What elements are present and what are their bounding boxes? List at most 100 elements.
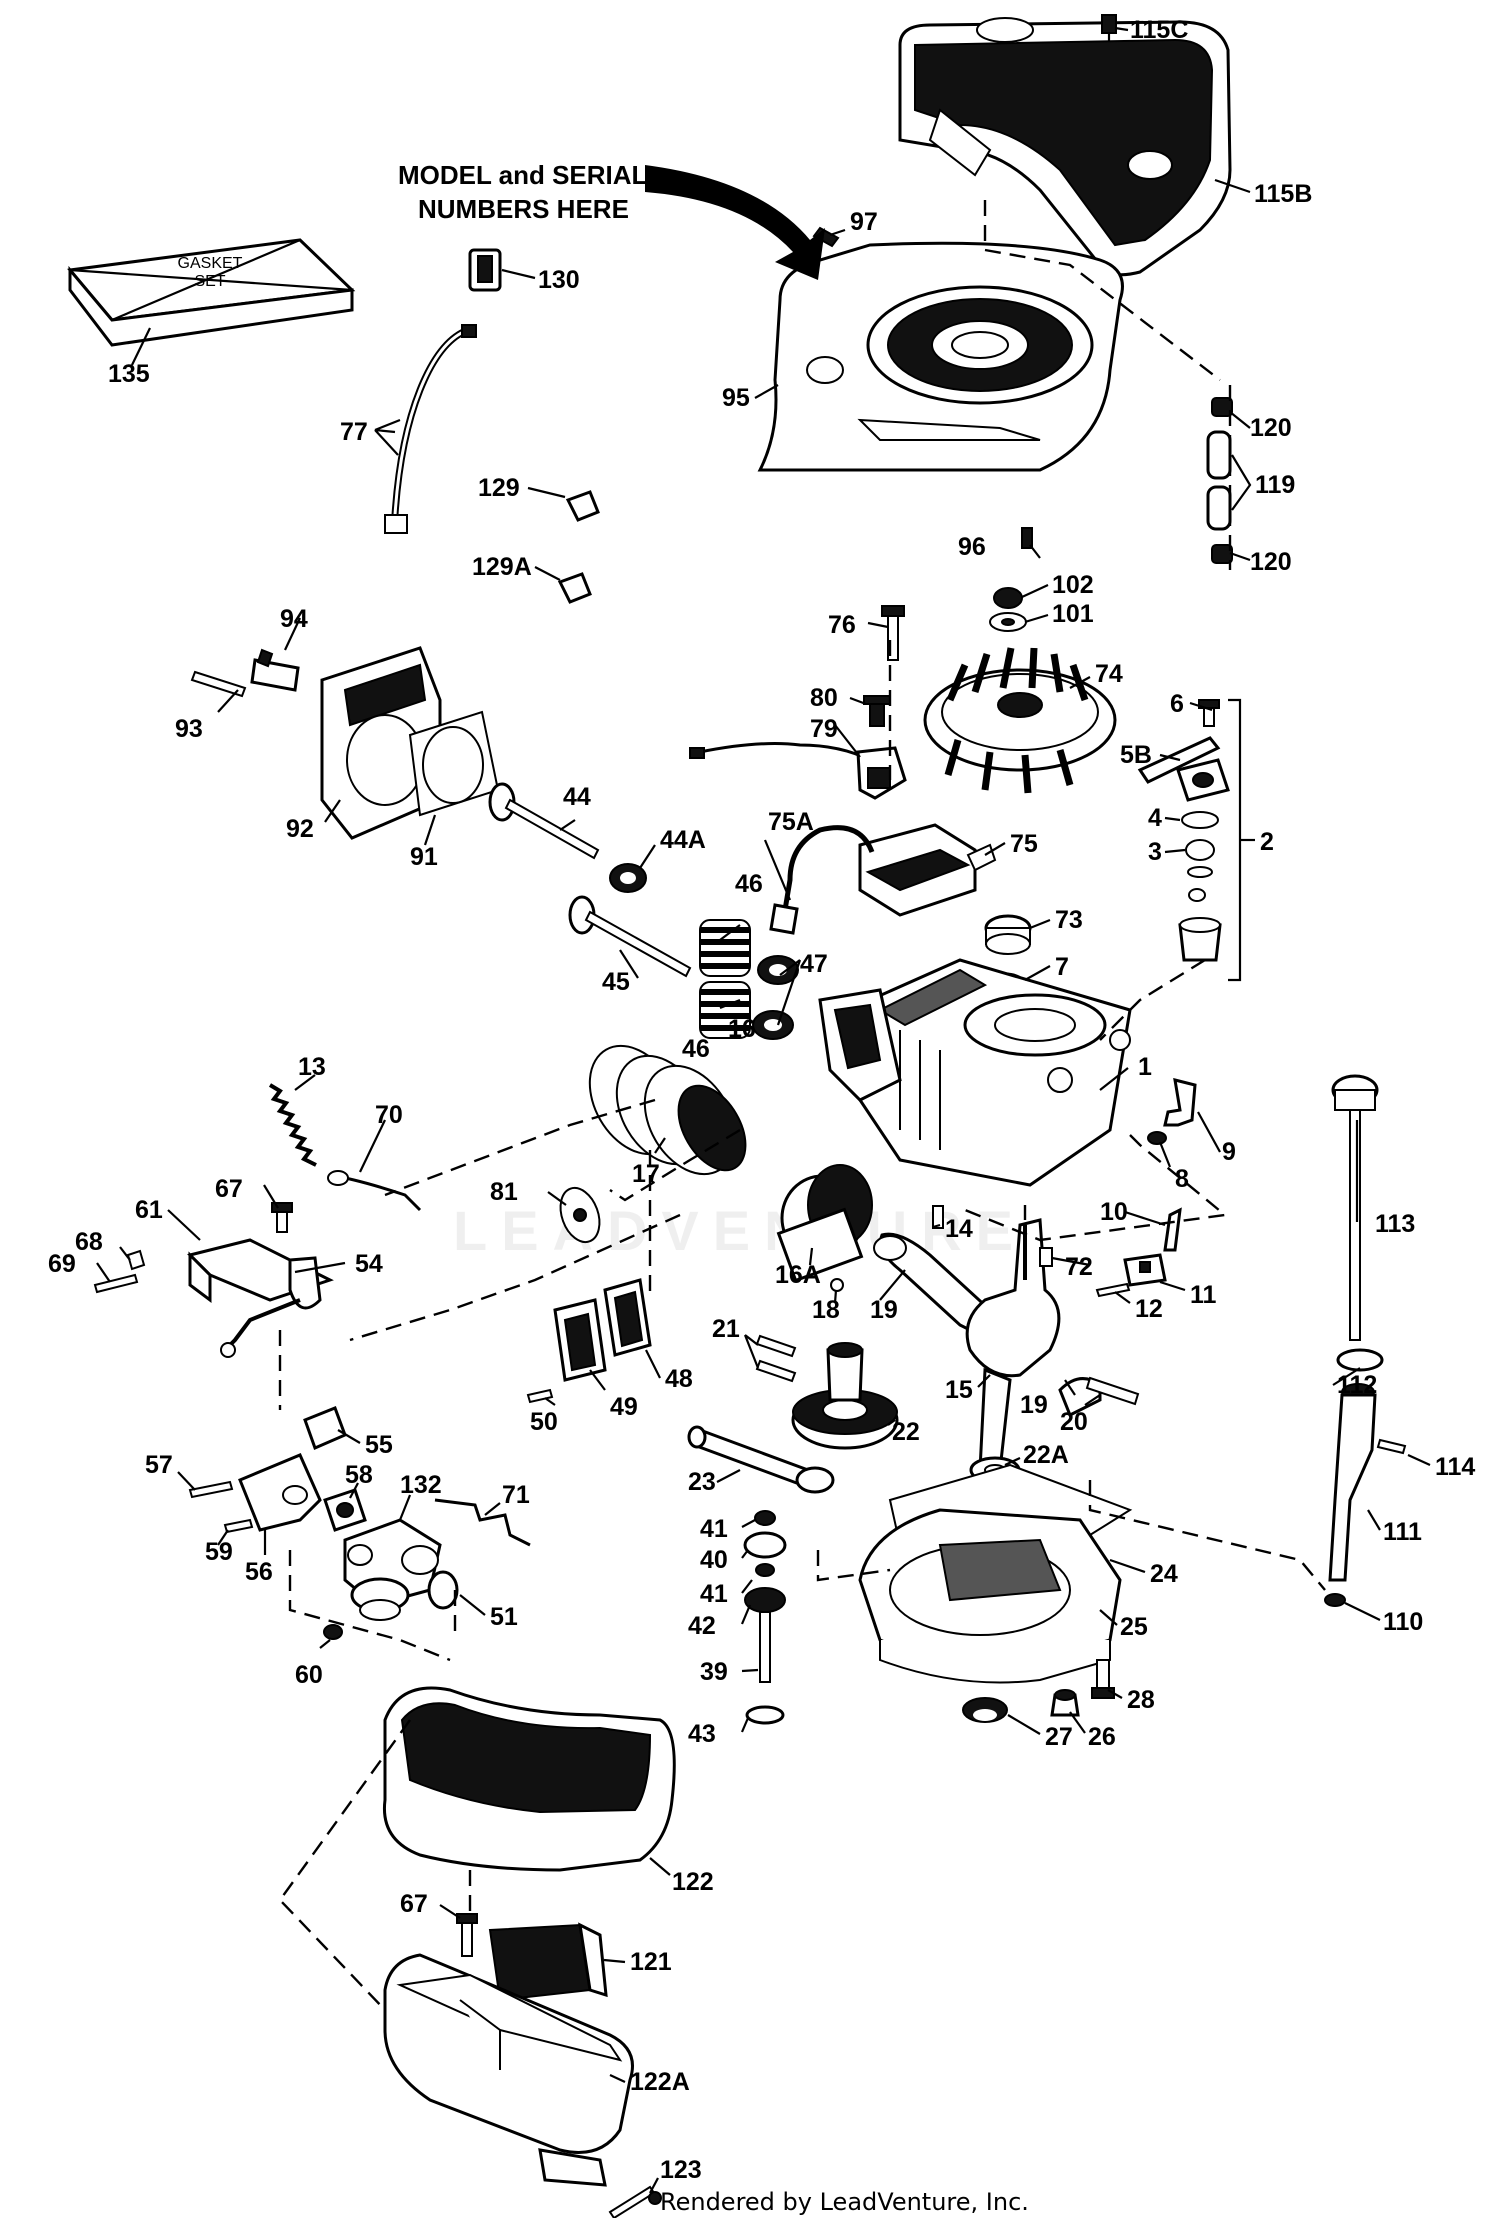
part-label-1: 1 [1138,1053,1152,1081]
part-label-27: 27 [1045,1723,1073,1751]
filter-121 [488,1922,608,2002]
group-brackets [374,418,1255,1369]
part-label-115c: 115C [1130,16,1188,44]
part-label-102: 102 [1052,571,1094,599]
screw-12 [1095,1282,1131,1298]
callout-line2: NUMBERS HERE [418,194,629,224]
part-label-129: 129 [478,474,520,502]
carburetor-132 [343,1518,442,1621]
part-label-45: 45 [602,968,630,996]
part-label-101: 101 [1052,600,1094,628]
bracket-55 [303,1406,347,1451]
tube-119-upper [1206,430,1232,480]
part-label-122a: 122A [630,2068,690,2096]
part-label-14: 14 [945,1215,973,1243]
gasket-48 [603,1278,652,1357]
wire-79 [689,742,907,800]
o-ring-110 [1324,1593,1346,1607]
screw-96 [1021,527,1033,549]
gasket-58 [323,1488,367,1532]
part-label-114: 114 [1435,1453,1475,1481]
part-label-58: 58 [345,1461,373,1489]
part-label-43: 43 [688,1720,716,1748]
seal-73 [984,914,1032,955]
part-label-75a: 75A [768,808,814,836]
part-label-3: 3 [1148,838,1162,866]
link-70 [327,1170,422,1212]
model-serial-callout: MODEL and SERIAL NUMBERS HERE [398,160,825,280]
part-label-4: 4 [1148,804,1162,832]
spark-plug-94 [250,648,300,692]
part-label-132: 132 [400,1471,442,1499]
part-label-91: 91 [410,843,438,871]
valve-seat-44a [609,863,647,893]
cam-gear-22 [791,1342,899,1450]
dipstick-113 [1331,1074,1379,1341]
part-label-19-cap: 19 [1020,1391,1048,1419]
part-label-68: 68 [75,1228,103,1256]
part-label-61: 61 [135,1196,163,1224]
part-label-72: 72 [1065,1253,1093,1281]
callout-arrow-icon [645,165,825,280]
part-label-77: 77 [340,418,368,446]
part-label-73: 73 [1055,906,1083,934]
gasket-set-label-line1: GASKET [178,255,243,272]
spark-plug-wire-75a [769,825,875,935]
screw-123 [608,2185,662,2218]
bolt-93 [190,670,247,698]
part-label-46-lower: 46 [682,1035,710,1063]
ground-wire-77 [384,324,477,534]
part-label-115b: 115B [1254,180,1312,208]
part-label-50: 50 [530,1408,558,1436]
part-label-60: 60 [295,1661,323,1689]
part-label-122: 122 [672,1868,714,1896]
bolts-20 [1085,1376,1140,1406]
nut-102 [993,587,1023,609]
tube-119-lower [1206,485,1232,531]
gasket-set-label-line2: SET [194,273,225,290]
screw-69 [93,1273,139,1294]
part-label-119: 119 [1255,471,1295,499]
part-label-57: 57 [145,1451,173,1479]
part-label-80: 80 [810,684,838,712]
part-label-123: 123 [660,2156,702,2184]
gasket-set-box-135: GASKET SET [67,238,356,347]
fill-tube-111 [1328,1383,1377,1582]
clip-130 [468,248,502,292]
part-label-71: 71 [502,1481,530,1509]
cover-115b [898,17,1232,277]
cylinder-block-1 [818,958,1132,1187]
part-label-93: 93 [175,715,203,743]
part-label-97: 97 [850,208,878,236]
part-label-16: 16 [728,1015,756,1043]
screw-67-lower [456,1913,478,1957]
part-label-21: 21 [712,1315,740,1343]
screw-115c [1101,14,1117,42]
part-label-26: 26 [1088,1723,1116,1751]
screw-59 [223,1518,254,1534]
lever-54 [220,1256,322,1358]
part-label-39: 39 [700,1658,728,1686]
part-label-22: 22 [892,1418,920,1446]
link-71 [434,1498,531,1547]
part-label-2: 2 [1260,828,1274,856]
part-label-79: 79 [810,715,838,743]
part-label-94: 94 [280,605,308,633]
part-label-20: 20 [1060,1408,1088,1436]
valve-retainer-47 [752,955,799,1040]
washer-101 [989,612,1027,632]
spring-13 [268,1083,317,1167]
part-label-69: 69 [48,1250,76,1278]
screw-114 [1376,1438,1407,1455]
piston-16a [776,1164,873,1283]
air-cleaner-body-122a [383,1953,634,2187]
part-label-7: 7 [1055,953,1069,981]
part-label-95: 95 [722,384,750,412]
part-label-96: 96 [958,533,986,561]
blower-housing-95 [757,241,1124,472]
valve-spring-46-upper [699,919,751,977]
sump-25 [858,1508,1122,1684]
screw-50 [526,1388,554,1404]
part-label-130: 130 [538,266,580,294]
bolts-21 [755,1334,797,1383]
